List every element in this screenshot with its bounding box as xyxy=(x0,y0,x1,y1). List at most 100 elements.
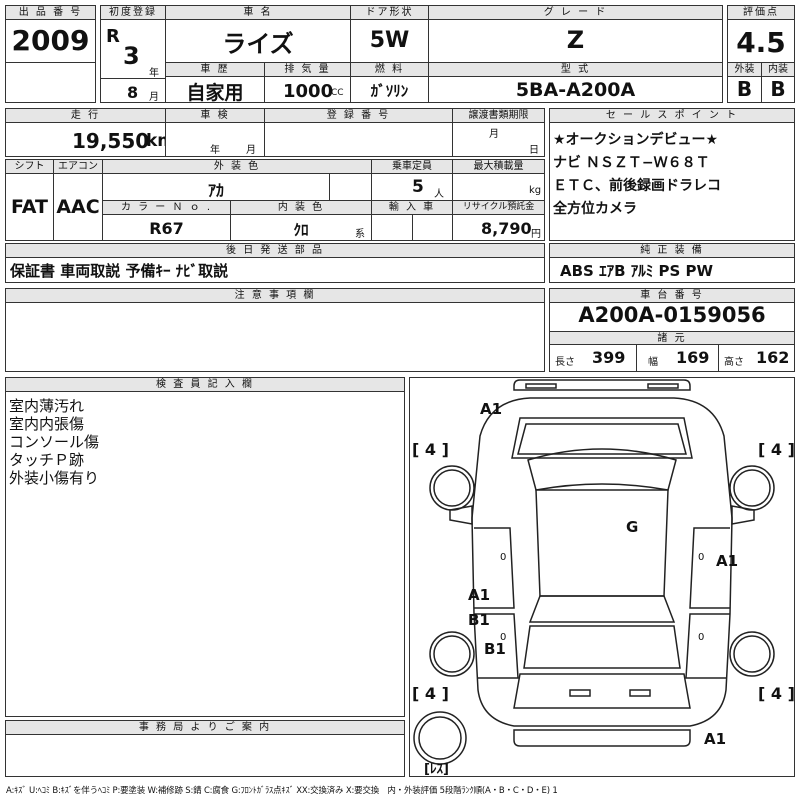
first-reg-cell: 初度登録 R 3 年 8 月 xyxy=(100,5,166,103)
office-cell: 事 務 局 よ り ご 案 内 xyxy=(5,720,405,777)
inspection-label: 車 検 xyxy=(165,108,265,123)
ac-cell: エアコン AAC xyxy=(53,159,103,241)
year-unit: 年 xyxy=(149,68,159,79)
recycle-label: リサイクル預託金 xyxy=(452,200,545,215)
grade-label: グ レ ー ド xyxy=(428,5,723,20)
transfer-day-unit: 日 xyxy=(529,145,539,156)
int-color-label: 内 装 色 xyxy=(230,200,372,215)
ac-label: エアコン xyxy=(53,159,103,174)
fuel-cell: 燃 料 ｶﾞｿﾘﾝ xyxy=(350,62,429,103)
chassis-value: A200A-0159056 xyxy=(578,303,766,327)
sales-point-cell: セ ー ル ス ポ イ ン ト ★オークションデビュー★ ナビ ＮＳＺＴ−Ｗ６８… xyxy=(549,108,795,241)
inspection-cell: 車 検 年 月 xyxy=(165,108,265,157)
recycle-cell: リサイクル預託金 8,790 円 xyxy=(452,200,545,241)
mileage-value: 19,550 xyxy=(72,129,150,153)
import-cell: 輸 入 車 xyxy=(371,200,453,241)
first-reg-label: 初度登録 xyxy=(100,5,166,20)
shift-value: FAT xyxy=(11,196,48,218)
month-unit: 月 xyxy=(149,92,159,103)
int-color-value: ｸﾛ xyxy=(293,221,309,239)
later-parts-label: 後 日 発 送 部 品 xyxy=(5,243,545,258)
capacity-label: 乗車定員 xyxy=(371,159,453,174)
zero-mark: 0 xyxy=(698,632,705,643)
office-label: 事 務 局 よ り ご 案 内 xyxy=(5,720,405,735)
fuel-value: ｶﾞｿﾘﾝ xyxy=(370,82,409,100)
exterior-cell: 外装 B xyxy=(727,62,762,103)
interior-label: 内装 xyxy=(761,62,795,77)
damage-mark: B1 xyxy=(468,611,490,629)
lot-value: 2009 xyxy=(11,24,90,57)
grade-value: Z xyxy=(566,26,585,54)
height-value: 162 xyxy=(756,348,790,367)
regno-cell: 登 録 番 号 xyxy=(264,108,453,157)
recycle-unit: 円 xyxy=(531,229,541,240)
ext-color-value: ｱｶ xyxy=(207,181,224,200)
displacement-label: 排 気 量 xyxy=(264,62,351,77)
sales-point-line: ナビ ＮＳＺＴ−Ｗ６８Ｔ xyxy=(553,155,710,171)
tire-front-left: [ 4 ] xyxy=(412,440,449,459)
displacement-value: 1000 xyxy=(283,81,334,102)
zero-mark: 0 xyxy=(500,552,507,563)
month-value: 8 xyxy=(127,83,139,102)
history-label: 車 歴 xyxy=(165,62,265,77)
later-parts-value: 保証書 車両取説 予備ｷｰ ﾅﾋﾞ取説 xyxy=(10,262,229,280)
car-diagram: [ 4 ] [ 4 ] [ 4 ] [ 4 ] [ﾚｽ] A1 G A1 A1 … xyxy=(409,377,795,777)
inspector-line: 室内内張傷 xyxy=(9,415,85,433)
displacement-cell: 排 気 量 1000 CC xyxy=(264,62,351,103)
genuine-label: 純 正 装 備 xyxy=(549,243,795,258)
inspector-line: コンソール傷 xyxy=(9,433,100,451)
length-value: 399 xyxy=(592,348,626,367)
model-value: 5BA-A200A xyxy=(515,79,636,101)
spare-tire-label: [ﾚｽ] xyxy=(424,762,449,777)
lot-cell: 出 品 番 号 2009 xyxy=(5,5,96,63)
inspector-label: 検 査 員 記 入 欄 xyxy=(5,377,405,392)
car-outline xyxy=(413,379,775,765)
capacity-cell: 乗車定員 5 人 xyxy=(371,159,453,201)
ac-value: AAC xyxy=(56,196,100,218)
tire-rear-right: [ 4 ] xyxy=(758,684,795,703)
damage-mark: A1 xyxy=(704,730,727,748)
tire-front-right: [ 4 ] xyxy=(758,440,795,459)
score-label: 評価点 xyxy=(727,5,795,20)
door-cell: ドア形状 5W xyxy=(350,5,429,63)
sales-point-line: ＥＴＣ、前後録画ドラレコ xyxy=(553,178,721,194)
ext-color-cell: 外 装 色 ｱｶ xyxy=(102,159,372,201)
chassis-cell: 車 台 番 号 A200A-0159056 諸 元 長さ 399 幅 169 高… xyxy=(549,288,795,372)
exterior-label: 外装 xyxy=(727,62,762,77)
lot-label: 出 品 番 号 xyxy=(5,5,96,20)
mileage-cell: 走 行 19,550 km xyxy=(5,108,175,157)
score-cell: 評価点 4.5 xyxy=(727,5,795,63)
color-no-label: カ ラ ー Ｎ ｏ . xyxy=(102,200,231,215)
width-value: 169 xyxy=(676,348,710,367)
door-label: ドア形状 xyxy=(350,5,429,20)
maxload-cell: 最大積載量 kg xyxy=(452,159,545,201)
score-value: 4.5 xyxy=(736,26,786,59)
ext-color-label: 外 装 色 xyxy=(102,159,372,174)
history-value: 自家用 xyxy=(186,82,244,104)
damage-mark: G xyxy=(626,518,639,536)
height-label: 高さ xyxy=(724,357,744,368)
car-name-cell: 車 名 ライズ xyxy=(165,5,351,63)
sales-point-label: セ ー ル ス ポ イ ン ト xyxy=(549,108,795,123)
zero-mark: 0 xyxy=(500,632,507,643)
sales-point-line: ★オークションデビュー★ xyxy=(553,132,719,148)
history-cell: 車 歴 自家用 xyxy=(165,62,265,104)
damage-mark: A1 xyxy=(468,586,491,604)
inspector-cell: 検 査 員 記 入 欄 室内薄汚れ 室内内張傷 コンソール傷 タッチＰ跡 外装小… xyxy=(5,377,405,717)
transfer-cell: 譲渡書類期限 月 日 xyxy=(452,108,545,157)
maxload-label: 最大積載量 xyxy=(452,159,545,174)
door-value: 5W xyxy=(369,28,410,53)
transfer-month-unit: 月 xyxy=(489,129,499,140)
notes-label: 注 意 事 項 欄 xyxy=(5,288,545,303)
genuine-cell: 純 正 装 備 ABS ｴｱB ｱﾙﾐ PS PW xyxy=(549,243,795,283)
zero-mark: 0 xyxy=(698,552,705,563)
era-value: R xyxy=(106,26,120,47)
exterior-value: B xyxy=(736,77,753,101)
inspection-month-unit: 月 xyxy=(246,145,256,156)
fuel-label: 燃 料 xyxy=(350,62,429,77)
color-no-value: R67 xyxy=(149,219,184,238)
width-label: 幅 xyxy=(648,357,658,368)
year-value: 3 xyxy=(123,42,140,70)
int-color-cell: 内 装 色 ｸﾛ 系 xyxy=(230,200,372,241)
model-cell: 型 式 5BA-A200A xyxy=(428,62,723,103)
